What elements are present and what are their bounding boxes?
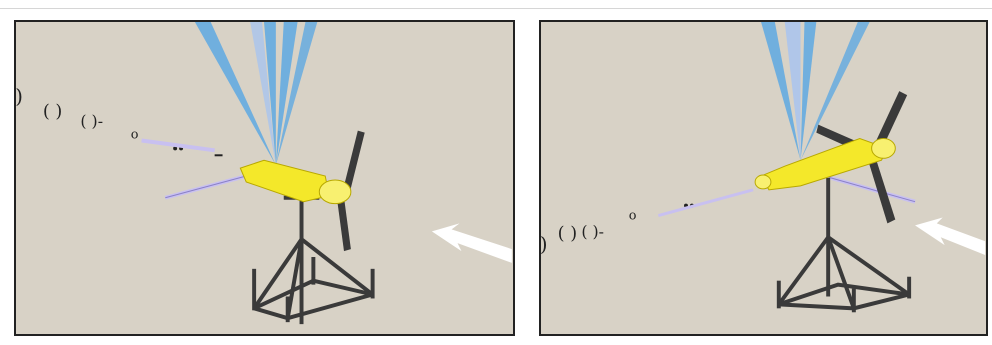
rotor-blades [336, 130, 365, 252]
particle: ( ) [558, 224, 578, 244]
nacelle-nose [754, 174, 772, 190]
left-simulation-panel: ) ( ) ( )- o [14, 20, 515, 336]
support-tower [252, 195, 375, 325]
nacelle-hub [318, 179, 352, 205]
tower-leg [285, 238, 304, 319]
turbine-nacelle [754, 137, 896, 191]
arrow-shape [431, 223, 512, 263]
support-tower [776, 178, 912, 313]
particle: o [629, 208, 637, 223]
particle: ( ) [43, 102, 63, 122]
tower-leg [827, 235, 911, 297]
beam [264, 22, 276, 166]
rotor-blade [342, 130, 365, 192]
vortex-trails [141, 138, 247, 200]
flow-arrow [431, 223, 512, 263]
vortex-trail [657, 188, 754, 217]
vortex-trail-edge [824, 175, 916, 203]
right-scene: ) ( ) ( )- o [541, 22, 986, 334]
tower-leg [826, 236, 856, 309]
tower-leg [252, 238, 304, 310]
particle [173, 146, 178, 151]
particle: ) [16, 85, 23, 108]
flow-arrow [915, 217, 986, 256]
particle: ) [541, 233, 548, 256]
vortex-trail-edge [165, 175, 247, 199]
particle: ( )- [581, 222, 604, 241]
turbine-nacelle [239, 159, 352, 205]
rotor-blade [872, 91, 908, 153]
tower-leg [300, 237, 374, 297]
rotor-blade [336, 189, 351, 252]
wake-particles: ) ( ) ( )- o [541, 203, 694, 256]
particle: ( )- [80, 112, 103, 131]
top-divider [0, 8, 992, 9]
particle [214, 154, 223, 157]
beam [194, 22, 276, 166]
wake-particles: ) ( ) ( )- o [16, 85, 223, 157]
left-scene: ) ( ) ( )- o [16, 22, 512, 334]
beam [761, 22, 801, 161]
vortex-trail [141, 138, 215, 153]
particle: o [131, 128, 139, 143]
arrow-shape [915, 217, 986, 256]
rotor-blade [865, 148, 896, 224]
right-simulation-panel: ) ( ) ( )- o [539, 20, 988, 336]
nacelle-hub [871, 138, 896, 159]
vortex-trails [657, 174, 916, 217]
tower-leg [777, 236, 830, 306]
